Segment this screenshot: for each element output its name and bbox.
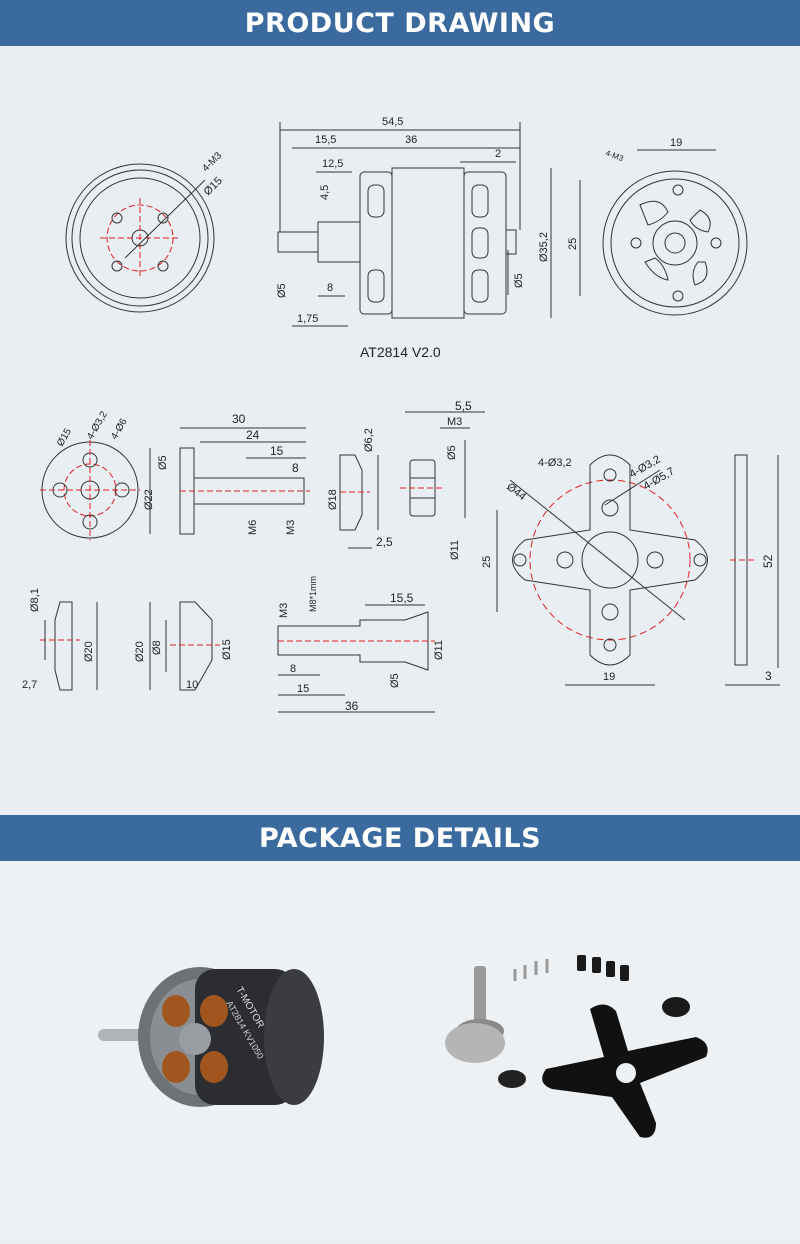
dim-4-5: 4,5 — [319, 185, 331, 200]
rear-dim-19: 19 — [670, 137, 682, 149]
shaft-part-view — [277, 604, 435, 713]
prop-dim-m3: M3 — [285, 520, 297, 535]
shaft-dim-15: 15 — [297, 683, 309, 695]
shaft-dim-8: 8 — [290, 663, 296, 675]
washer-image — [498, 1070, 526, 1088]
package-details-panel: T-MOTOR AT2814 KV1050 — [0, 861, 800, 1239]
ring-side-view — [40, 601, 98, 691]
washer-dim-phi62: Ø6,2 — [363, 428, 375, 452]
motor-side-view — [277, 122, 552, 327]
dim-8: 8 — [327, 282, 333, 294]
technical-drawing: 4-M3 Ø15 54,5 15,5 36 12,5 2 4,5 8 1,75 … — [22, 116, 780, 713]
model-label: AT2814 V2.0 — [360, 344, 441, 360]
dim-body: 36 — [405, 134, 417, 146]
dim-can: Ø35,2 — [538, 232, 550, 262]
package-details-title: PACKAGE DETAILS — [258, 822, 542, 854]
washer-dim-2-5: 2,5 — [376, 535, 393, 549]
shaft-dim-phi11: Ø11 — [433, 640, 445, 660]
mount-plate-side-view — [725, 454, 780, 686]
dim-shaft: Ø5 — [276, 283, 288, 298]
product-drawing-panel: 4-M3 Ø15 54,5 15,5 36 12,5 2 4,5 8 1,75 … — [0, 46, 800, 815]
adapter-front-view — [40, 440, 140, 540]
washer-side-view — [339, 454, 379, 549]
cone-dim-10: 10 — [186, 679, 198, 691]
mount-label-1: 4-Ø3,2 — [538, 457, 572, 469]
dim-2: 2 — [495, 148, 501, 160]
rear-dim-25: 25 — [567, 238, 579, 250]
prop-dim-24: 24 — [246, 428, 260, 442]
collar-side-view — [400, 411, 485, 518]
mount-plate-view — [496, 454, 708, 686]
rear-hole-label: 4-M3 — [604, 148, 625, 163]
cone-dim-phi15: Ø15 — [221, 639, 233, 660]
dim-1-75: 1,75 — [297, 313, 318, 325]
mount-dim-phi44: Ø44 — [504, 481, 528, 503]
mount-side-dim-3: 3 — [765, 669, 772, 683]
mount-dim-25: 25 — [481, 556, 493, 568]
cone-dim-phi20: Ø20 — [134, 641, 146, 662]
product-drawing-title: PRODUCT DRAWING — [244, 7, 556, 39]
prop-dim-8: 8 — [292, 461, 299, 475]
prop-dim-phi5: Ø5 — [157, 455, 169, 470]
black-screws-image — [577, 955, 629, 981]
ring-dim-phi81: Ø8,1 — [29, 588, 41, 612]
adapter-label-1: Ø15 — [55, 426, 74, 448]
prop-dim-m6: M6 — [247, 520, 259, 535]
collar-dim-phi5: Ø5 — [446, 445, 458, 460]
prop-dim-15: 15 — [270, 444, 284, 458]
collar-image — [662, 997, 690, 1017]
ring-dim-2-7: 2,7 — [22, 679, 37, 691]
dim-shaft-2: Ø5 — [513, 273, 525, 288]
shaft-dim-m8: M8*1mm — [308, 576, 318, 612]
motor-image: T-MOTOR AT2814 KV1050 — [98, 967, 324, 1107]
dim-left: 15,5 — [315, 134, 336, 146]
shaft-dim-phi5: Ø5 — [389, 673, 401, 688]
package-details-banner: PACKAGE DETAILS — [0, 815, 800, 861]
prop-adapter-image — [445, 966, 505, 1063]
cone-side-view — [149, 601, 220, 691]
adapter-label-2: 4-Ø3,2 — [85, 409, 110, 441]
washer-dim-phi18: Ø18 — [327, 489, 339, 510]
cone-dim-phi8: Ø8 — [151, 640, 163, 655]
ring-dim-phi20: Ø20 — [83, 641, 95, 662]
collar-dim-phi11: Ø11 — [449, 540, 461, 560]
motor-rear-view — [579, 149, 748, 316]
motor-front-view — [65, 163, 215, 313]
shaft-dim-15-5: 15,5 — [390, 591, 414, 605]
front-circle-label: Ø15 — [202, 175, 225, 198]
dim-12-5: 12,5 — [322, 158, 343, 170]
adapter-label-3: 4-Ø6 — [109, 416, 130, 441]
mount-side-dim-52: 52 — [761, 554, 775, 568]
prop-dim-30: 30 — [232, 412, 246, 426]
prop-adapter-side-view — [149, 427, 310, 535]
front-hole-label: 4-M3 — [200, 150, 224, 174]
collar-dim-m3: M3 — [447, 416, 462, 428]
shaft-dim-36: 36 — [345, 699, 359, 713]
spring-screws-image — [513, 959, 549, 981]
collar-dim-5-5: 5,5 — [455, 399, 472, 413]
product-drawing-banner: PRODUCT DRAWING — [0, 0, 800, 46]
prop-dim-phi22: Ø22 — [143, 489, 155, 510]
shaft-dim-m3: M3 — [278, 603, 290, 618]
dim-overall: 54,5 — [382, 116, 403, 128]
mount-dim-19: 19 — [603, 671, 615, 683]
package-photo: T-MOTOR AT2814 KV1050 — [98, 955, 708, 1138]
